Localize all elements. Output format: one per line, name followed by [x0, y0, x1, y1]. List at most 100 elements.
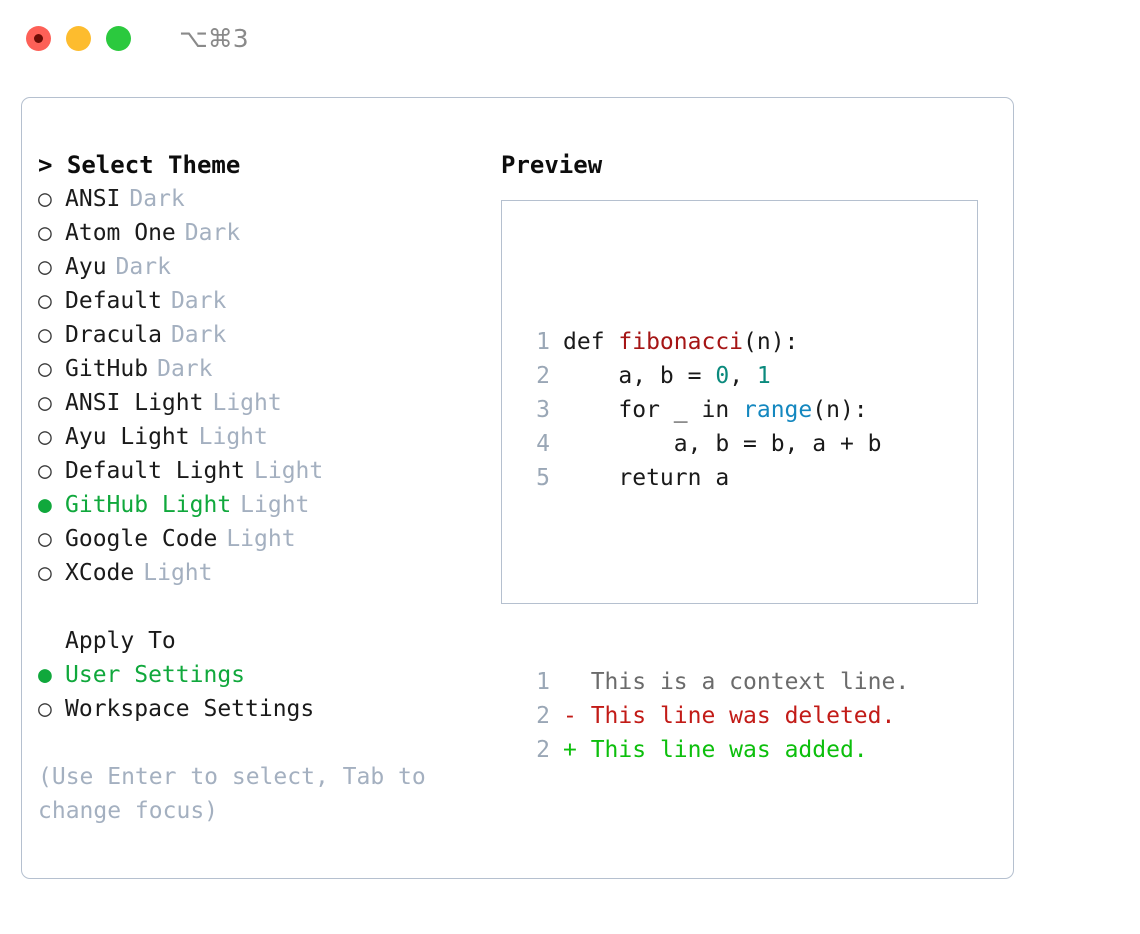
code-line: 4 a, b = b, a + b: [524, 427, 909, 461]
theme-option-label: ANSI Light: [65, 390, 204, 416]
code-token-plain: (n):: [743, 329, 799, 355]
theme-option-label: Default: [65, 288, 162, 314]
code-line-text: for _ in range(n):: [563, 393, 867, 427]
theme-option-atom-one[interactable]: ○ Atom One Dark: [38, 216, 498, 250]
code-line-text: a, b = b, a + b: [563, 427, 882, 461]
close-window-button[interactable]: [26, 25, 51, 51]
theme-option-label: Atom One: [65, 220, 176, 246]
diff-line-del: 2- This line was deleted.: [524, 699, 909, 733]
code-token-num: 1: [756, 363, 771, 389]
code-token-num: 0: [715, 363, 730, 389]
theme-option-dracula[interactable]: ○ Dracula Dark: [38, 318, 498, 352]
theme-variant-badge: Light: [198, 424, 268, 450]
radio-unselected-icon[interactable]: ○: [38, 356, 52, 382]
theme-option-ansi-light[interactable]: ○ ANSI Light Light: [38, 386, 498, 420]
theme-variant-badge: Dark: [115, 254, 171, 280]
radio-unselected-icon[interactable]: ○: [38, 458, 52, 484]
theme-variant-badge: Dark: [184, 220, 241, 246]
theme-variant-badge: Dark: [170, 322, 227, 348]
radio-selected-icon[interactable]: ●: [38, 492, 52, 518]
line-number: 2: [536, 737, 550, 763]
radio-unselected-icon[interactable]: ○: [38, 526, 52, 552]
radio-unselected-icon[interactable]: ○: [38, 390, 52, 416]
code-line-text: def fibonacci(n):: [563, 325, 798, 359]
theme-option-label: Ayu: [65, 254, 107, 280]
apply-to-heading: Apply To: [65, 628, 176, 654]
code-line: 2 a, b = 0, 1: [524, 359, 909, 393]
line-number: 4: [536, 431, 550, 457]
theme-option-default-light[interactable]: ○ Default Light Light: [38, 454, 498, 488]
code-token-plain: a, b =: [563, 363, 716, 389]
theme-option-label: XCode: [65, 560, 135, 586]
diff-marker-ctx: [563, 665, 577, 699]
radio-unselected-icon[interactable]: ○: [38, 322, 52, 348]
diff-line-add: 2 + This line was added.: [524, 733, 909, 767]
theme-variant-badge: Light: [212, 390, 282, 416]
code-token-fn: fibonacci: [618, 329, 744, 355]
theme-variant-badge: Light: [240, 492, 310, 518]
diff-line-ctx: 1 This is a context line.: [524, 665, 909, 699]
preview-heading: Preview: [501, 151, 603, 179]
keyboard-shortcut-label: ⌥⌘3: [179, 23, 249, 53]
code-spacer: [524, 563, 909, 597]
zoom-window-button[interactable]: [106, 25, 131, 51]
code-line: 1 def fibonacci(n):: [524, 325, 909, 359]
theme-variant-badge: Dark: [170, 288, 227, 314]
radio-unselected-icon[interactable]: ○: [38, 696, 52, 722]
diff-marker-add: +: [563, 737, 577, 763]
radio-unselected-icon[interactable]: ○: [38, 220, 52, 246]
theme-variant-badge: Dark: [157, 356, 213, 382]
apply-to-option-label: Workspace Settings: [65, 696, 315, 722]
apply-to-option-user-settings[interactable]: ● User Settings: [38, 658, 498, 692]
code-token-plain: def: [563, 329, 619, 355]
minimize-window-button[interactable]: [66, 25, 91, 51]
radio-selected-icon[interactable]: ●: [38, 662, 52, 688]
code-line-text: a, b = 0, 1: [563, 359, 771, 393]
radio-unselected-icon[interactable]: ○: [38, 288, 52, 314]
theme-variant-badge: Light: [226, 526, 296, 552]
line-number: 2: [536, 363, 550, 389]
diff-sample: 1 This is a context line.2- This line wa…: [524, 665, 909, 767]
line-number: 2: [536, 703, 550, 729]
diff-line-text: This is a context line.: [576, 669, 910, 695]
code-line: 3 for _ in range(n):: [524, 393, 909, 427]
window-title-bar: ⌥⌘3: [0, 0, 1140, 76]
radio-unselected-icon[interactable]: ○: [38, 560, 52, 586]
theme-option-default[interactable]: ○ Default Dark: [38, 284, 498, 318]
apply-to-list[interactable]: ● User Settings ○ Workspace Settings: [38, 658, 498, 726]
theme-option-label: Default Light: [65, 458, 246, 484]
radio-unselected-icon[interactable]: ○: [38, 186, 52, 212]
code-token-plain: for _ in: [563, 397, 744, 423]
theme-option-github-light[interactable]: ● GitHub Light Light: [38, 488, 498, 522]
code-line-text: return a: [563, 461, 729, 495]
line-number: 1: [536, 669, 550, 695]
radio-unselected-icon[interactable]: ○: [38, 424, 52, 450]
theme-option-label: Dracula: [65, 322, 162, 348]
diff-line-text: This line was deleted.: [576, 703, 896, 729]
apply-to-option-workspace-settings[interactable]: ○ Workspace Settings: [38, 692, 498, 726]
diff-line-text: This line was added.: [576, 737, 868, 763]
code-token-plain: ,: [729, 363, 757, 389]
radio-unselected-icon[interactable]: ○: [38, 254, 52, 280]
line-number: 1: [536, 329, 550, 355]
apply-to-option-label: User Settings: [65, 662, 246, 688]
code-token-call: range: [743, 397, 813, 423]
theme-variant-badge: Light: [254, 458, 324, 484]
theme-option-label: GitHub Light: [65, 492, 232, 518]
line-number: 5: [536, 465, 550, 491]
code-token-plain: return a: [563, 465, 730, 491]
code-line: 5 return a: [524, 461, 909, 495]
theme-option-ayu[interactable]: ○ Ayu Dark: [38, 250, 498, 284]
list-spacer: [38, 590, 498, 624]
theme-option-github[interactable]: ○ GitHub Dark: [38, 352, 498, 386]
theme-option-label: GitHub: [65, 356, 149, 382]
